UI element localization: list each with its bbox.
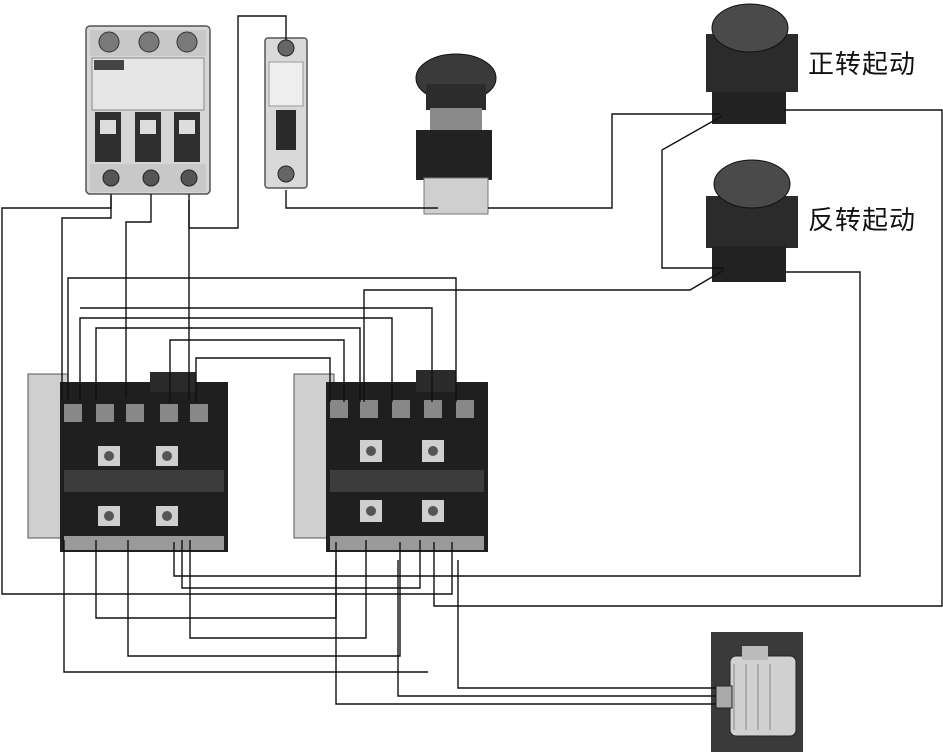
contactor-km2	[293, 370, 488, 552]
three-pole-circuit-breaker	[85, 25, 211, 195]
wires	[1, 15, 943, 705]
forward-start-button	[706, 3, 798, 124]
three-phase-motor	[711, 632, 803, 752]
reverse-start-label: 反转起动	[808, 206, 917, 236]
reverse-start-button	[706, 159, 798, 282]
single-pole-breaker	[264, 37, 308, 189]
forward-start-label: 正转起动	[808, 50, 917, 80]
contactor-km1	[27, 372, 228, 552]
stop-mushroom-button	[415, 53, 497, 215]
